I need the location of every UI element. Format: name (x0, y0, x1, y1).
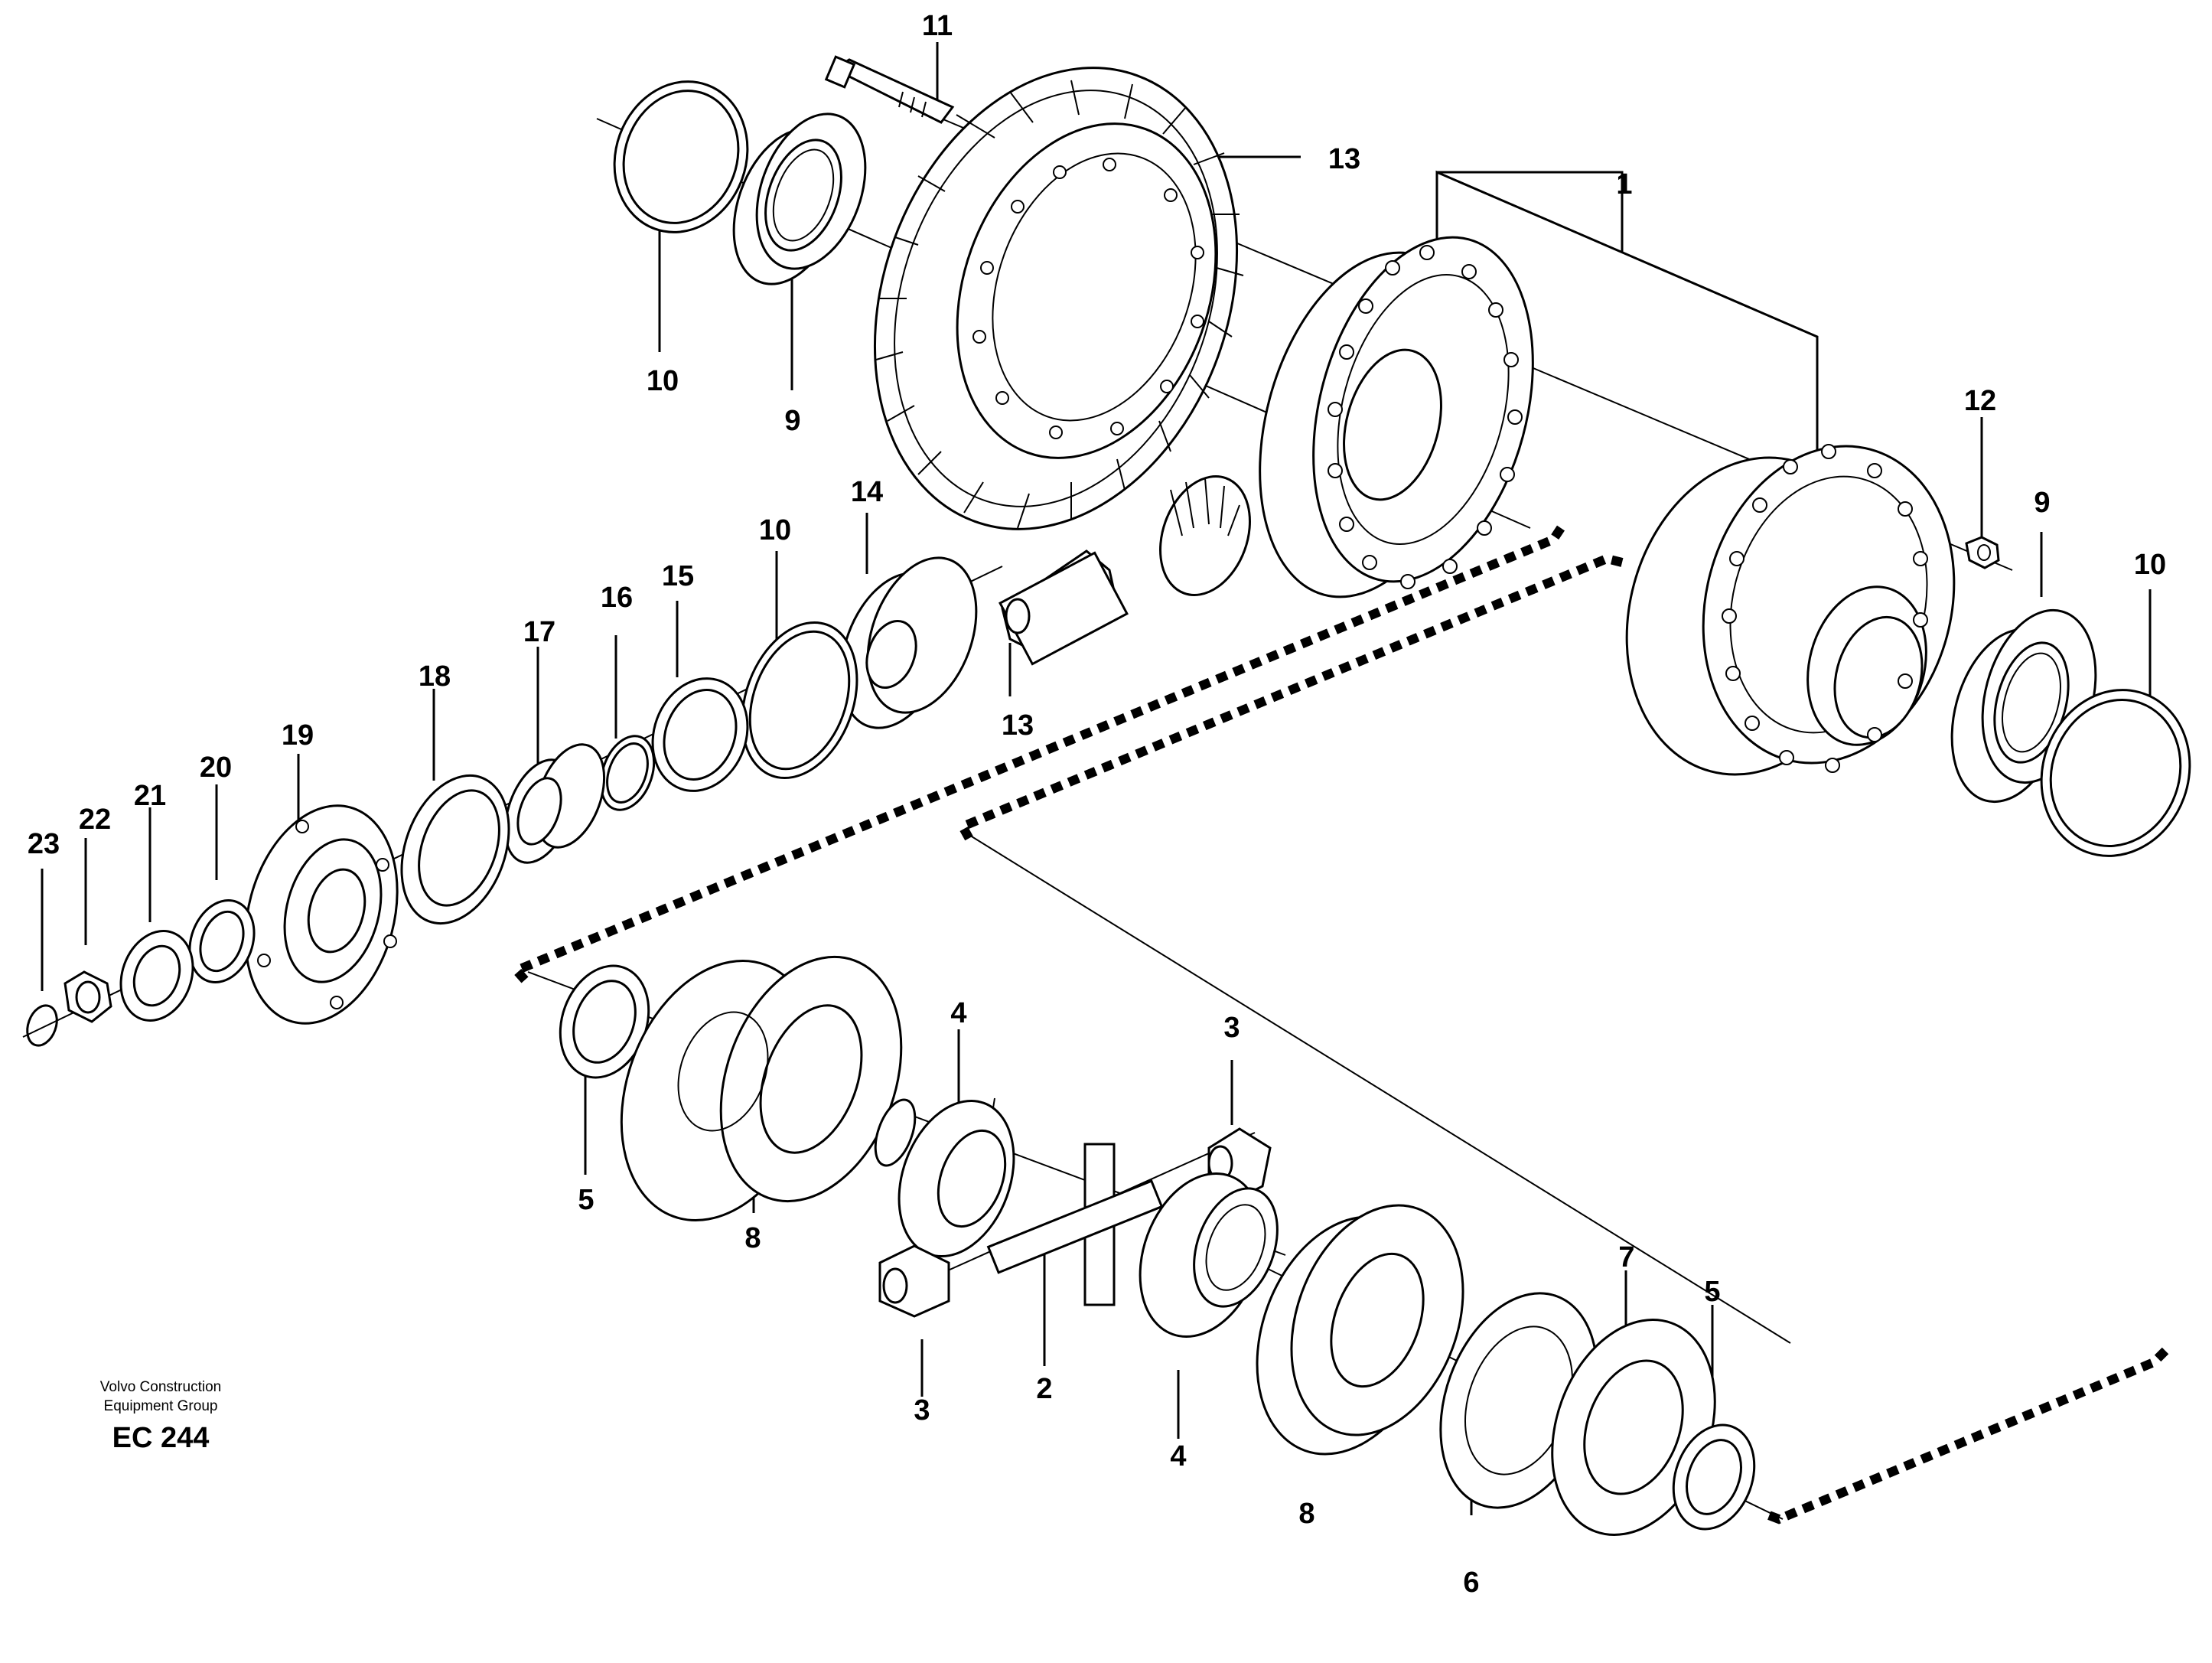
publisher-name: Volvo Construction Equipment Group (46, 1378, 275, 1416)
part-label-8: 8 (744, 1222, 761, 1254)
shim-ring (2040, 689, 2191, 857)
part-label-10: 10 (647, 365, 679, 397)
part-label-22: 22 (79, 804, 111, 836)
part-number-labels: 11 13 1 10 9 12 9 10 14 10 13 16 15 17 1… (28, 10, 2166, 1599)
companion-flange (244, 804, 399, 1025)
lock-washer (119, 930, 194, 1022)
differential-housing (1625, 444, 1956, 776)
part-label-5: 5 (1704, 1276, 1720, 1308)
pinion-bearing-small (503, 743, 606, 864)
assembly-dashed-boundary (508, 525, 2169, 1524)
part-label-3: 3 (914, 1394, 930, 1427)
part-label-3: 3 (1223, 1012, 1240, 1044)
part-label-12: 12 (1964, 385, 1996, 417)
part-label-6: 6 (1463, 1567, 1479, 1599)
part-label-9: 9 (784, 405, 800, 437)
spider-cross (986, 1143, 1164, 1306)
part-label-23: 23 (28, 828, 60, 860)
thrust-washer (1672, 1423, 1756, 1531)
pinion-bearing (839, 556, 978, 729)
differential-lock-housing (620, 955, 903, 1221)
side-gear (1139, 1172, 1279, 1339)
flange-nut (64, 970, 112, 1023)
part-label-13: 13 (1328, 143, 1360, 175)
part-label-11: 11 (922, 10, 953, 42)
part-label-4: 4 (950, 997, 966, 1029)
part-label-5: 5 (578, 1184, 594, 1216)
spacer-shim (651, 677, 749, 792)
side-gear (874, 1098, 1015, 1258)
part-label-17: 17 (523, 616, 555, 648)
bolt (824, 55, 955, 124)
drive-pinion (998, 475, 1251, 666)
part-label-8: 8 (1298, 1498, 1314, 1530)
part-label-14: 14 (851, 476, 883, 508)
shim-ring (741, 621, 858, 780)
part-label-10: 10 (759, 514, 791, 546)
publisher-line-2: Equipment Group (103, 1398, 218, 1414)
illustration-code: EC 244 (112, 1422, 210, 1454)
oil-seal (400, 774, 510, 925)
part-label-7: 7 (1618, 1241, 1634, 1273)
publisher-line-1: Volvo Construction (99, 1379, 222, 1395)
part-label-2: 2 (1036, 1373, 1052, 1405)
part-label-16: 16 (601, 582, 633, 614)
part-label-19: 19 (282, 719, 314, 752)
differential-housing-flange (1259, 236, 1534, 598)
part-label-20: 20 (200, 752, 232, 784)
hex-nut (1965, 536, 2000, 569)
spacer-ring (599, 735, 656, 811)
taper-roller-bearing (732, 112, 867, 285)
part-label-9: 9 (2034, 487, 2050, 519)
part-label-4: 4 (1170, 1440, 1186, 1472)
part-label-13: 13 (1002, 709, 1034, 742)
part-label-18: 18 (419, 660, 451, 693)
part-label-21: 21 (134, 780, 166, 812)
shim-ring (613, 80, 749, 233)
circlip (26, 1004, 58, 1047)
differential-lock-housing (1256, 1204, 1464, 1456)
differential-pinion (878, 1244, 950, 1318)
part-label-1: 1 (1616, 168, 1632, 201)
crown-wheel (873, 67, 1244, 530)
part-label-10: 10 (2134, 549, 2166, 581)
part-label-15: 15 (662, 560, 694, 592)
washer (188, 899, 256, 983)
